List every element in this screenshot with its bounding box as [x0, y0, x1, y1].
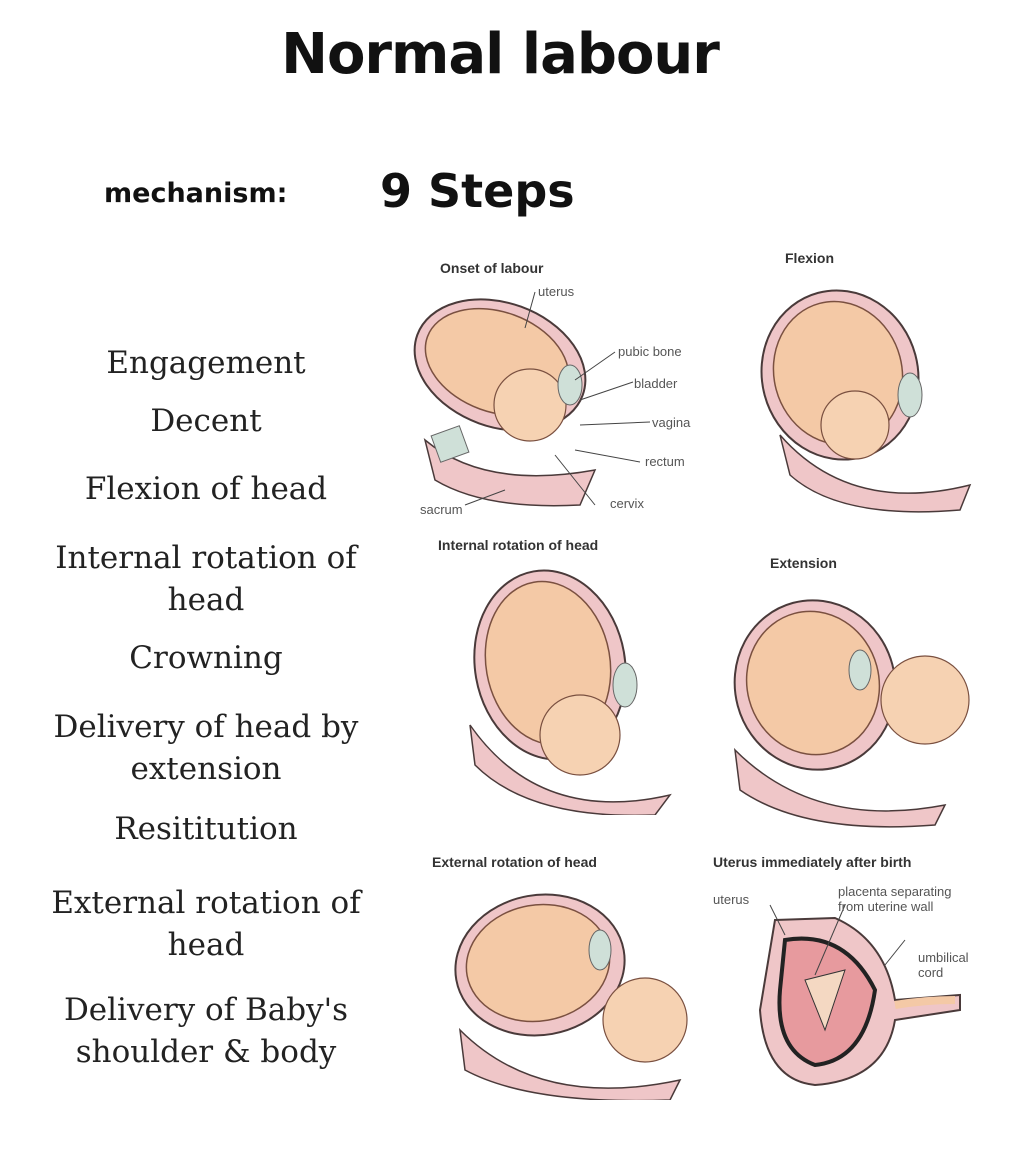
label-line: placenta separating: [838, 884, 952, 899]
label-sacrum: sacrum: [420, 502, 463, 517]
caption-onset: Onset of labour: [440, 260, 544, 276]
label-line: from uterine wall: [838, 899, 934, 914]
label-uterus-after: uterus: [713, 892, 750, 907]
label-rectum: rectum: [645, 454, 685, 469]
illustration-flexion: [760, 289, 972, 513]
step-line: shoulder & body: [75, 1034, 337, 1070]
step-restitution: Resititution: [114, 811, 298, 847]
illustration-internal-rotation: [469, 569, 672, 815]
page-title: Normal labour: [281, 22, 720, 87]
label-cervix: cervix: [610, 496, 644, 511]
label-pubic-bone: pubic bone: [618, 344, 682, 359]
caption-external-rotation: External rotation of head: [432, 854, 597, 870]
illustration-after-birth: [758, 904, 961, 1087]
step-line: head: [167, 582, 245, 618]
caption-internal-rotation: Internal rotation of head: [438, 537, 599, 553]
mechanism-label: mechanism:: [104, 178, 288, 209]
illustration-extension: [733, 599, 970, 828]
label-umbilical-cord: umbilical cord: [918, 950, 969, 980]
step-engagement: Engagement: [106, 345, 306, 381]
step-crowning: Crowning: [129, 640, 283, 676]
steps-count: 9 Steps: [380, 164, 575, 218]
caption-after-birth: Uterus immediately after birth: [713, 854, 912, 870]
illustration-external-rotation: [454, 893, 688, 1100]
step-line: External rotation of: [51, 885, 361, 921]
step-line: Delivery of Baby's: [63, 992, 349, 1028]
label-vagina: vagina: [652, 415, 691, 430]
step-flexion: Flexion of head: [84, 471, 328, 507]
step-descent: Decent: [150, 403, 262, 439]
step-delivery-head: Delivery of head by extension: [10, 706, 402, 790]
caption-flexion: Flexion: [785, 250, 835, 266]
step-line: head: [167, 927, 245, 963]
label-placenta: placenta separating from uterine wall: [838, 884, 951, 914]
caption-extension: Extension: [770, 555, 837, 571]
label-uterus: uterus: [538, 284, 575, 299]
label-bladder: bladder: [634, 376, 678, 391]
label-line: cord: [918, 965, 944, 980]
step-line: extension: [130, 751, 282, 787]
step-line: Internal rotation of: [55, 540, 357, 576]
illustration-onset: [413, 291, 651, 507]
step-line: Delivery of head by: [53, 709, 359, 745]
step-external-rotation: External rotation of head: [10, 882, 402, 966]
label-line: umbilical: [918, 950, 969, 965]
step-internal-rotation: Internal rotation of head: [10, 537, 402, 621]
step-delivery-body: Delivery of Baby's shoulder & body: [10, 989, 402, 1073]
